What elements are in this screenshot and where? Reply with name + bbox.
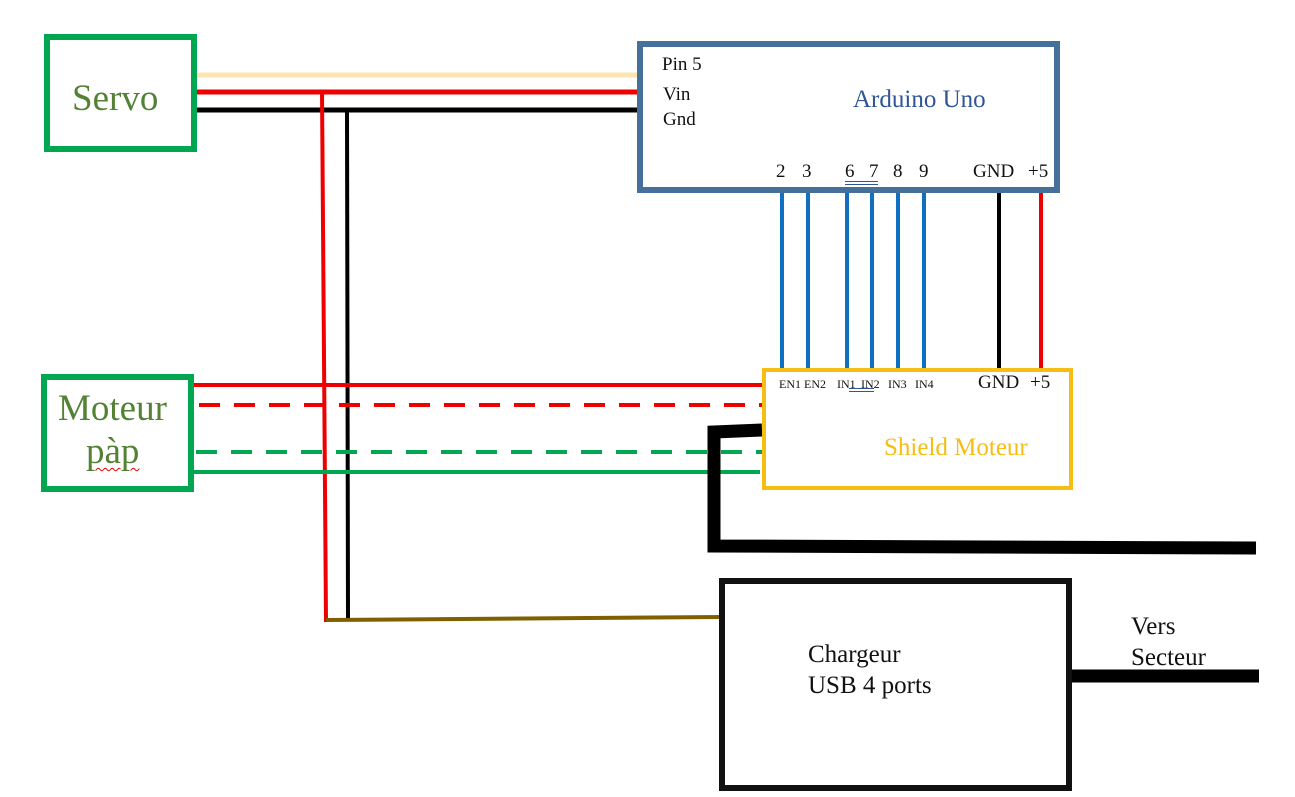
mains-label-line1: Vers: [1131, 613, 1176, 640]
arduino-gnd-left-label: Gnd: [663, 109, 696, 130]
stepper-motor-label-line2: pàp: [86, 431, 140, 472]
mains-label-line2: Secteur: [1131, 644, 1206, 671]
usb-charger-component: [719, 578, 1072, 791]
arduino-pin-3-label: 3: [802, 161, 812, 182]
shield-label: Shield Moteur: [884, 434, 1028, 461]
arduino-pin-2-label: 2: [776, 161, 786, 182]
arduino-gnd-label: GND: [973, 161, 1015, 182]
motor-shield-component: [762, 368, 1073, 490]
shield-en2-label: EN2: [804, 377, 826, 391]
shield-in2-label: IN2: [861, 377, 880, 391]
arduino-5v-label: +5: [1028, 161, 1049, 182]
shield-en1-label: EN1: [779, 377, 801, 391]
shield-power-cable: [707, 423, 1257, 555]
arduino-pin-7-label: 7: [869, 161, 879, 182]
shield-5v-label: +5: [1030, 372, 1051, 393]
shield-gnd-label: GND: [978, 372, 1020, 393]
charger-label-line1: Chargeur: [808, 641, 901, 668]
shield-in4-label: IN4: [915, 377, 934, 391]
arduino-pin-8-label: 8: [893, 161, 903, 182]
stepper-motor-label-line1: Moteur: [58, 388, 167, 429]
arduino-uno-component: [637, 41, 1060, 193]
servo-component: [44, 34, 197, 152]
arduino-pin-6-label: 6: [845, 161, 855, 182]
charger-label-line2: USB 4 ports: [808, 672, 932, 699]
shield-in1-label: IN1: [837, 377, 856, 391]
arduino-pin-9-label: 9: [919, 161, 929, 182]
shield-in3-label: IN3: [888, 377, 907, 391]
arduino-vin-label: Vin: [663, 84, 691, 105]
arduino-label: Arduino Uno: [853, 86, 986, 113]
in1-in2-underline: [849, 388, 874, 392]
charger-brown-wire: [325, 615, 723, 622]
power-red-vertical-wire: [320, 91, 328, 623]
arduino-pin-5-label: Pin 5: [662, 54, 702, 75]
servo-label: Servo: [72, 78, 159, 119]
stepper-motor-component: [41, 374, 194, 492]
pin-6-7-underline: [845, 181, 878, 185]
power-black-vertical-wire: [345, 109, 350, 619]
